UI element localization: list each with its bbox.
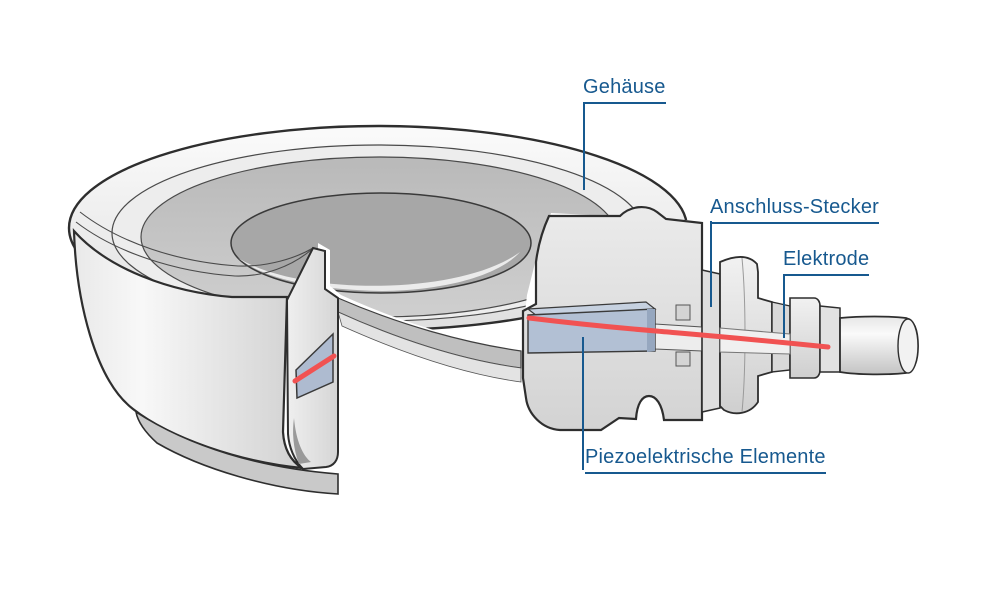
connector-boss-plate [701,269,721,413]
rim-band-line-inner [79,211,314,267]
label-elektrode: Elektrode [783,248,870,276]
electrode-main-segment [526,315,831,350]
bottom-spigot-step [134,410,339,495]
connector-pin-end-cap [897,318,919,374]
cavity-edge-light-band [337,311,522,383]
left-cut-shadow [293,418,311,464]
rim-band-line-outer [75,221,312,277]
outer-wall-surface [72,228,303,470]
electrode-line [292,315,831,384]
piezo-element-main [526,301,657,354]
connector-nut-disc2 [819,305,841,373]
electrode-left-segment [292,353,337,384]
right-section-face [521,206,704,432]
leader-lines [582,102,785,470]
housing-outer-wall [72,211,339,495]
cavity-floor-cut-edge [337,297,522,383]
channel-tab-lower [675,351,691,367]
housing-bore-hole [230,192,532,294]
left-cut-face [285,246,339,471]
label-gehaeuse: Gehäuse [583,76,666,104]
electrode-channel [654,323,703,352]
label-piezo-elemente: Piezoelektrische Elemente [585,446,826,474]
channel-tab-upper [675,304,691,321]
connector-plug-assembly [701,256,919,415]
connector-nut-disc1 [789,297,821,379]
label-anschluss-stecker: Anschluss-Stecker [710,196,880,224]
